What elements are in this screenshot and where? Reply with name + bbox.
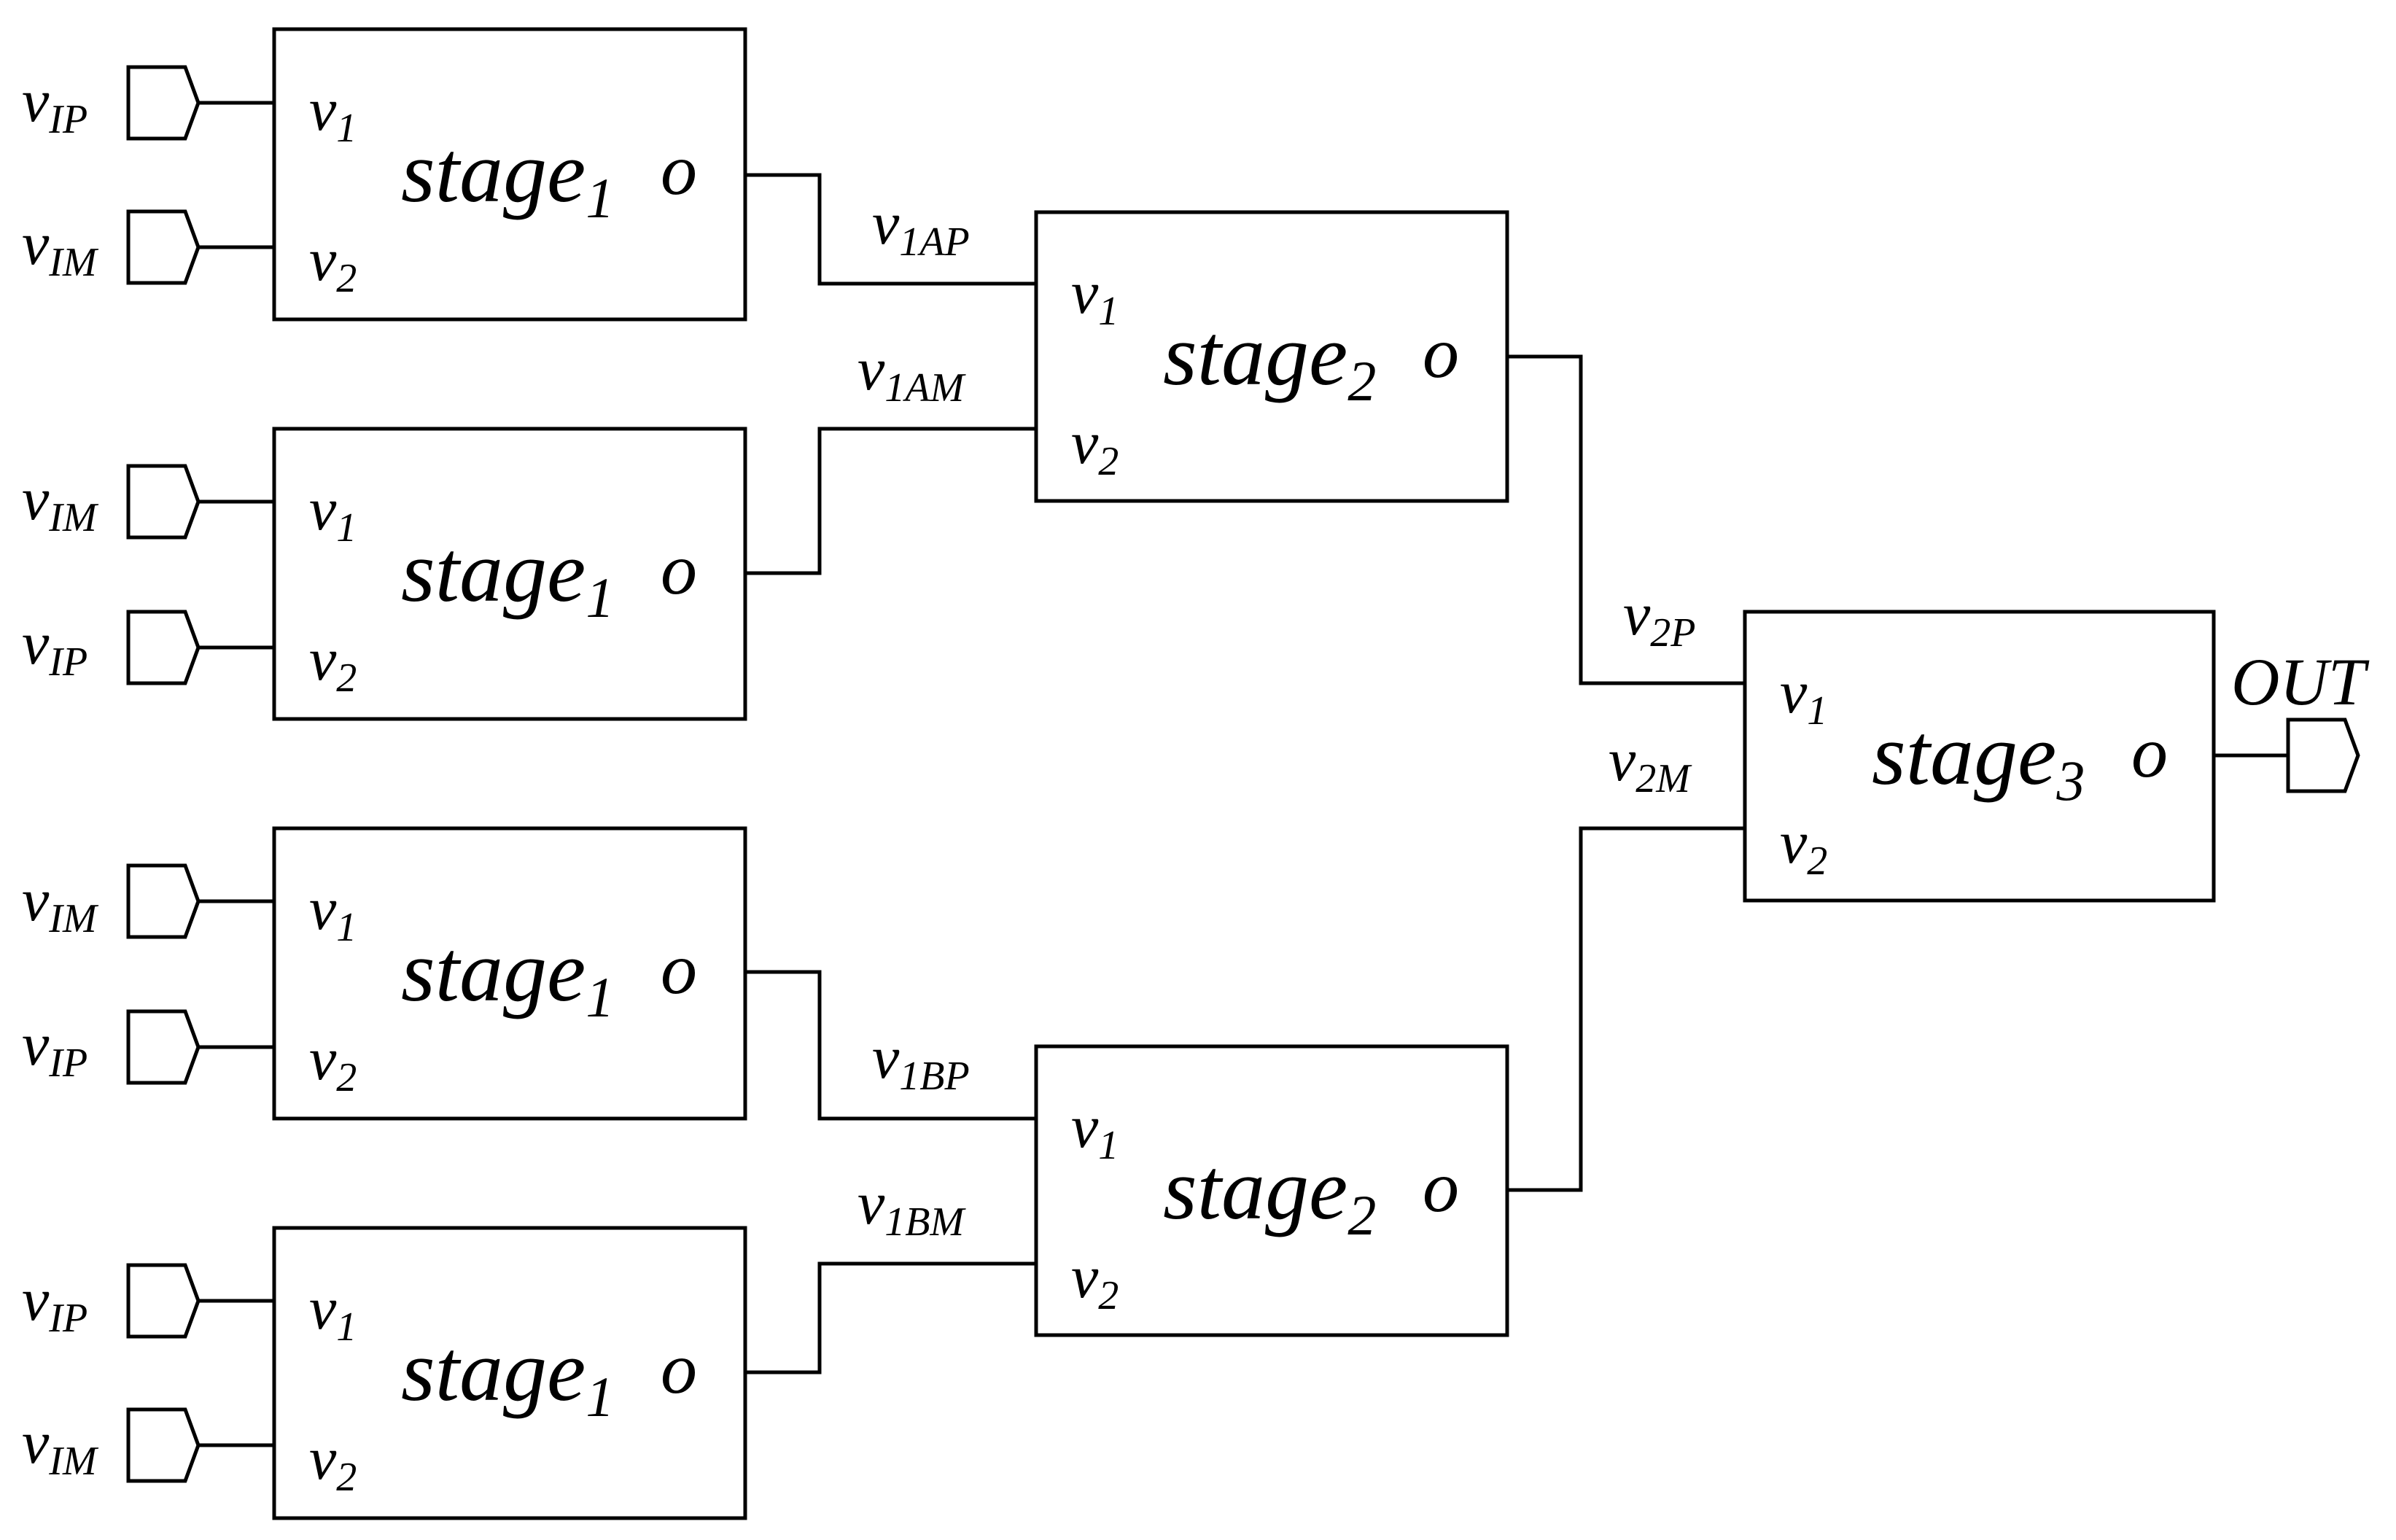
input-port-5 [126,863,201,939]
wire-v2m [1508,826,1744,1192]
input-port-7 [126,1263,201,1339]
stage-labels: v1 v2 stage1 o v1 v2 stage1 o v1 v2 stage1 o v1 v2 sta… [309,76,2168,1500]
stage-s1c-name: stage1 [401,922,614,1029]
signal-label-1am: v1AM [857,335,967,411]
stage-s1c-in2-label: v2 [309,1025,357,1100]
input-port-4 [126,610,201,685]
signal-label-1bm: v1BM [857,1170,967,1245]
input-port-label-1: vIP [22,67,87,142]
input-port-label-6: vIP [22,1011,87,1086]
output-label: OUT [2231,645,2370,719]
stage-s2a-in1-label: v1 [1071,259,1119,334]
input-port-labels: vIP vIM vIM vIP vIM vIP vIP vIM [22,67,99,1484]
stage-boxes [272,27,2216,1520]
stage-s3-out-label: o [2131,712,2168,793]
wires [198,101,2288,1447]
stage-s1a-in2-label: v2 [309,226,357,301]
signal-labels: v1AP v1AM v1BP v1BM v2P v2M [857,190,1696,1245]
wire-v1bm [745,1261,1035,1374]
stage-s2a-in2-label: v2 [1071,409,1119,484]
stage-s1d-in2-label: v2 [309,1425,357,1500]
wire-v1bp [745,970,1035,1121]
stage-s2b-in1-label: v1 [1071,1093,1119,1168]
input-port-2 [126,209,201,285]
stage2-box-1 [1034,210,1509,503]
stage-s1a-in1-label: v1 [309,76,357,151]
stage-s1d-name: stage1 [401,1322,614,1428]
input-port-label-8: vIM [22,1409,99,1484]
stage-s1b-in1-label: v1 [309,475,357,551]
wire-v1am [745,427,1035,575]
input-port-label-3: vIM [22,465,99,540]
stage-s3-in1-label: v1 [1780,658,1827,734]
stage1-box-1 [272,27,747,322]
wire-v1ap [745,173,1035,286]
input-ports [126,65,201,1483]
stage-s1a-out-label: o [661,129,697,210]
output-port [2286,718,2360,793]
input-port-6 [126,1009,201,1085]
input-port-label-5: vIM [22,866,99,941]
stage-s1b-out-label: o [661,529,697,610]
stage-s1d-in1-label: v1 [309,1275,357,1350]
stage-s1b-name: stage1 [401,523,614,629]
stage-s1b-in2-label: v2 [309,626,357,701]
stage-s2b-name: stage2 [1163,1140,1376,1247]
input-port-label-2: vIM [22,210,99,285]
input-port-8 [126,1407,201,1483]
stage-s3-in2-label: v2 [1780,809,1827,884]
stage1-box-4 [272,1226,747,1520]
stage-s1c-out-label: o [661,928,697,1009]
stage-s2b-in2-label: v2 [1071,1243,1119,1318]
stage-s2b-out-label: o [1423,1146,1459,1227]
stage-s1c-in1-label: v1 [309,875,357,950]
stage1-box-3 [272,826,747,1121]
input-port-label-4: vIP [22,610,87,685]
signal-label-1ap: v1AP [872,190,970,265]
stage-s2a-name: stage2 [1163,306,1376,413]
wire-v2p [1508,354,1744,685]
stage3-box [1743,610,2216,903]
stage-s1a-name: stage1 [401,123,614,230]
input-port-1 [126,65,201,141]
signal-label-1bp: v1BP [872,1024,970,1099]
stage-s2a-out-label: o [1423,312,1459,393]
input-port-label-7: vIP [22,1266,87,1341]
stage1-box-2 [272,427,747,721]
stage-s1d-out-label: o [661,1328,697,1409]
input-port-3 [126,464,201,540]
stage2-box-2 [1034,1044,1509,1337]
signal-label-2m: v2M [1609,726,1692,801]
signal-label-2p: v2P [1623,580,1696,656]
stage-s3-name: stage3 [1872,706,2085,812]
